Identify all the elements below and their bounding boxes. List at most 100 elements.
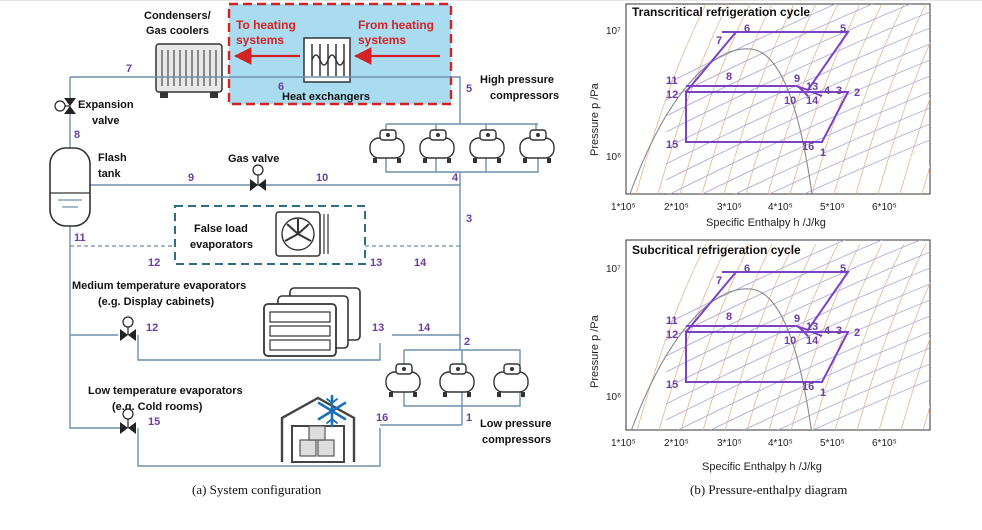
- display-cabinets: [263, 287, 361, 357]
- point-label-p12: 12: [666, 89, 678, 101]
- isochore-line: [701, 91, 930, 194]
- caption-b: (b) Pressure-enthalpy diagram: [690, 482, 847, 497]
- state-8: 8: [74, 129, 80, 141]
- point-label-p1: 1: [820, 387, 826, 399]
- point-label-p9: 9: [794, 73, 800, 85]
- point-label-p13: 13: [806, 321, 818, 333]
- isotherm-line: [811, 4, 883, 194]
- isotherm-line: [767, 4, 839, 194]
- state-12b: 12: [146, 322, 158, 334]
- point-label-p3: 3: [836, 325, 842, 337]
- ytick-2-1: 10⁶: [606, 392, 621, 403]
- cycle-path-3: [685, 271, 737, 333]
- point-label-p15: 15: [666, 379, 678, 391]
- isotherm-line: [833, 4, 905, 194]
- isochore-line: [665, 27, 930, 149]
- state-13b: 13: [372, 322, 384, 334]
- isochore-line: [665, 240, 846, 325]
- heat-exchanger: [303, 37, 351, 83]
- gas-valve-label: Gas valve: [228, 153, 279, 165]
- xtick-2-3: 4*10⁵: [768, 438, 793, 449]
- isotherm-line: [635, 4, 707, 194]
- point-label-p8: 8: [726, 71, 732, 83]
- xlabel-1: Specific Enthalpy h /J/kg: [706, 217, 826, 229]
- fan-evaporator: [275, 211, 329, 257]
- point-label-p15: 15: [666, 139, 678, 151]
- lt-label-2: (e.g. Cold rooms): [112, 401, 203, 413]
- point-label-p10: 10: [784, 95, 796, 107]
- point-label-p4: 4: [824, 325, 831, 337]
- point-label-p7: 7: [716, 35, 722, 47]
- isochore-line: [665, 267, 930, 389]
- gas-coolers-label: Gas coolers: [146, 25, 209, 37]
- cycle-path-5: [811, 91, 823, 97]
- state-2: 2: [464, 336, 470, 348]
- isochore-line: [742, 347, 930, 430]
- high-pressure-label-2: compressors: [490, 90, 559, 102]
- point-label-p6: 6: [744, 263, 750, 275]
- isochore-line: [803, 139, 930, 194]
- gas-valve: [250, 164, 266, 191]
- to-heating-label-1: To heating: [236, 18, 296, 32]
- xtick-2-1: 2*10⁵: [664, 438, 689, 449]
- saturation-dome: [630, 288, 812, 430]
- xtick-1-1: 2*10⁵: [664, 202, 689, 213]
- isotherm-line: [745, 4, 817, 194]
- isotherm-line: [657, 4, 729, 194]
- expansion-label-1: Expansion: [78, 99, 134, 111]
- ytick-2-0: 10⁷: [606, 264, 621, 275]
- expansion-valve: [54, 98, 76, 114]
- point-label-p14: 14: [806, 95, 819, 107]
- state-12a: 12: [148, 257, 160, 269]
- chart-title-1: Transcritical refrigeration cycle: [632, 5, 810, 19]
- state-13a: 13: [370, 257, 382, 269]
- point-label-p4: 4: [824, 85, 831, 97]
- expansion-label-2: valve: [92, 115, 120, 127]
- chart-title-2: Subcritical refrigeration cycle: [632, 243, 801, 257]
- cycle-path-2: [685, 331, 850, 383]
- state-16: 16: [376, 412, 388, 424]
- point-label-p7: 7: [716, 275, 722, 287]
- point-label-p11: 11: [666, 315, 678, 327]
- cycle-path-1: [686, 271, 850, 332]
- isochore-line: [768, 123, 930, 194]
- isotherm-line: [701, 4, 773, 194]
- point-label-p6: 6: [744, 23, 750, 35]
- point-label-p14: 14: [806, 335, 819, 347]
- mt-label-2: (e.g. Display cabinets): [98, 296, 214, 308]
- xtick-2-0: 1*10⁵: [611, 438, 636, 449]
- isotherm-line: [812, 243, 883, 430]
- point-label-p5: 5: [840, 23, 846, 35]
- ytick-1-1: 10⁶: [606, 152, 621, 163]
- isochore-line: [734, 107, 930, 194]
- snowflake-icon: [317, 394, 347, 428]
- isochore-line: [709, 331, 930, 430]
- point-label-p10: 10: [784, 335, 796, 347]
- low-pressure-compressors: [385, 363, 529, 397]
- high-pressure-compressors: [369, 129, 555, 163]
- to-heating-label-2: systems: [236, 33, 284, 47]
- mt-label-1: Medium temperature evaporators: [72, 280, 246, 292]
- isochore-line: [669, 75, 930, 194]
- top-divider: [0, 0, 982, 1]
- point-label-p13: 13: [806, 81, 818, 93]
- saturation-dome: [629, 48, 813, 194]
- point-label-p8: 8: [726, 311, 732, 323]
- lt-label-1: Low temperature evaporators: [88, 385, 243, 397]
- cycle-path-4: [797, 85, 809, 97]
- state-4: 4: [452, 172, 459, 184]
- state-15: 15: [148, 416, 160, 428]
- isochore-line: [665, 240, 922, 357]
- point-label-p2: 2: [854, 327, 860, 339]
- ph-diagrams: Transcritical refrigeration cycle 10⁷ 10…: [589, 3, 931, 497]
- isochore-line: [665, 4, 874, 101]
- isochore-line: [665, 59, 930, 181]
- isotherm-line: [856, 243, 927, 430]
- state-5: 5: [466, 83, 472, 95]
- low-pressure-label-1: Low pressure: [480, 418, 552, 430]
- isochore-line: [665, 4, 912, 117]
- point-label-p16: 16: [802, 381, 814, 393]
- isochore-line: [777, 363, 930, 430]
- xlabel-2: Specific Enthalpy h /J/kg: [702, 461, 822, 473]
- high-pressure-label-1: High pressure: [480, 74, 554, 86]
